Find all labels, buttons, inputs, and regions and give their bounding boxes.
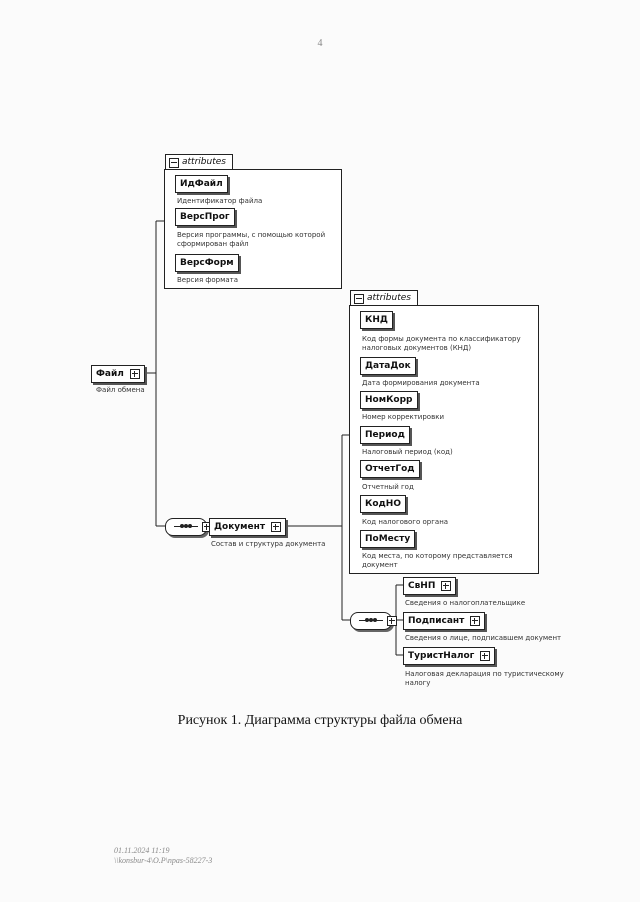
attr-versform-desc: Версия формата — [177, 276, 239, 284]
attr-versprog-desc: Версия программы, с помощью которой сфор… — [177, 231, 326, 248]
expand-icon[interactable] — [271, 522, 282, 532]
podpisant-label: Подписант — [408, 616, 465, 626]
attr-datadok-desc: Дата формирования документа — [362, 379, 480, 387]
attr-otchetgod[interactable]: ОтчетГод — [360, 460, 420, 478]
svnp-desc: Сведения о налогоплательщике — [405, 599, 526, 607]
attributes-label: attributes — [367, 293, 411, 303]
element-document[interactable]: Документ — [209, 518, 287, 536]
expand-icon[interactable] — [441, 581, 452, 591]
footer-stamp-date: 01.11.2024 11:19 — [114, 846, 170, 855]
element-podpisant[interactable]: Подписант — [403, 612, 486, 630]
document-label: Документ — [214, 522, 266, 532]
attributes-label: attributes — [182, 157, 226, 167]
attr-nomkorr[interactable]: НомКорр — [360, 391, 418, 409]
attr-knd[interactable]: КНД — [360, 311, 393, 329]
element-turistnalog[interactable]: ТуристНалог — [403, 647, 496, 665]
attr-pomestu-desc: Код места, по которому представляется до… — [362, 552, 513, 569]
collapse-icon[interactable] — [354, 293, 364, 304]
element-svnp[interactable]: СвНП — [403, 577, 457, 595]
svnp-label: СвНП — [408, 581, 436, 591]
podpisant-desc: Сведения о лице, подписавшем документ — [405, 634, 562, 642]
file-attributes-header[interactable]: attributes — [165, 154, 233, 170]
attr-nomkorr-desc: Номер корректировки — [362, 413, 444, 421]
root-node-label: Файл — [96, 369, 124, 379]
document-desc: Состав и структура документа — [211, 540, 326, 548]
attr-versprog[interactable]: ВерсПрог — [175, 208, 235, 226]
attr-period-desc: Налоговый период (код) — [362, 448, 453, 456]
figure-caption: Рисунок 1. Диаграмма структуры файла обм… — [177, 713, 463, 728]
page-number: 4 — [317, 38, 323, 49]
attr-idfile[interactable]: ИдФайл — [175, 175, 228, 193]
attr-versform[interactable]: ВерсФорм — [175, 254, 239, 272]
attr-pomestu[interactable]: ПоМесту — [360, 530, 416, 548]
attr-otchetgod-desc: Отчетный год — [362, 483, 414, 491]
collapse-icon[interactable] — [169, 157, 179, 168]
attr-kodno-desc: Код налогового органа — [362, 518, 449, 526]
expand-icon[interactable] — [480, 651, 491, 661]
expand-icon[interactable] — [129, 369, 140, 379]
sequence-compositor-inner[interactable] — [350, 612, 397, 630]
document-attributes-header[interactable]: attributes — [350, 290, 418, 306]
sequence-compositor[interactable] — [165, 518, 212, 536]
footer-stamp-path: \\konsbur-4\O.P\npas-58227-3 — [114, 856, 213, 865]
attr-period[interactable]: Период — [360, 426, 410, 444]
attr-kodno[interactable]: КодНО — [360, 495, 406, 513]
turistnalog-label: ТуристНалог — [408, 651, 475, 661]
document-attributes-group: КНД Код формы документа по классификатор… — [349, 305, 539, 574]
root-node-file[interactable]: Файл — [91, 365, 145, 383]
sequence-toggle-icon[interactable] — [387, 616, 397, 626]
attr-knd-desc: Код формы документа по классификатору на… — [362, 335, 521, 352]
expand-icon[interactable] — [470, 616, 481, 626]
turistnalog-desc: Налоговая декларация по туристическому н… — [405, 670, 564, 687]
attr-datadok[interactable]: ДатаДок — [360, 357, 416, 375]
file-attributes-group: ИдФайл Идентификатор файла ВерсПрог Верс… — [164, 169, 342, 289]
attr-idfile-desc: Идентификатор файла — [177, 197, 263, 205]
root-node-desc: Файл обмена — [96, 386, 145, 394]
